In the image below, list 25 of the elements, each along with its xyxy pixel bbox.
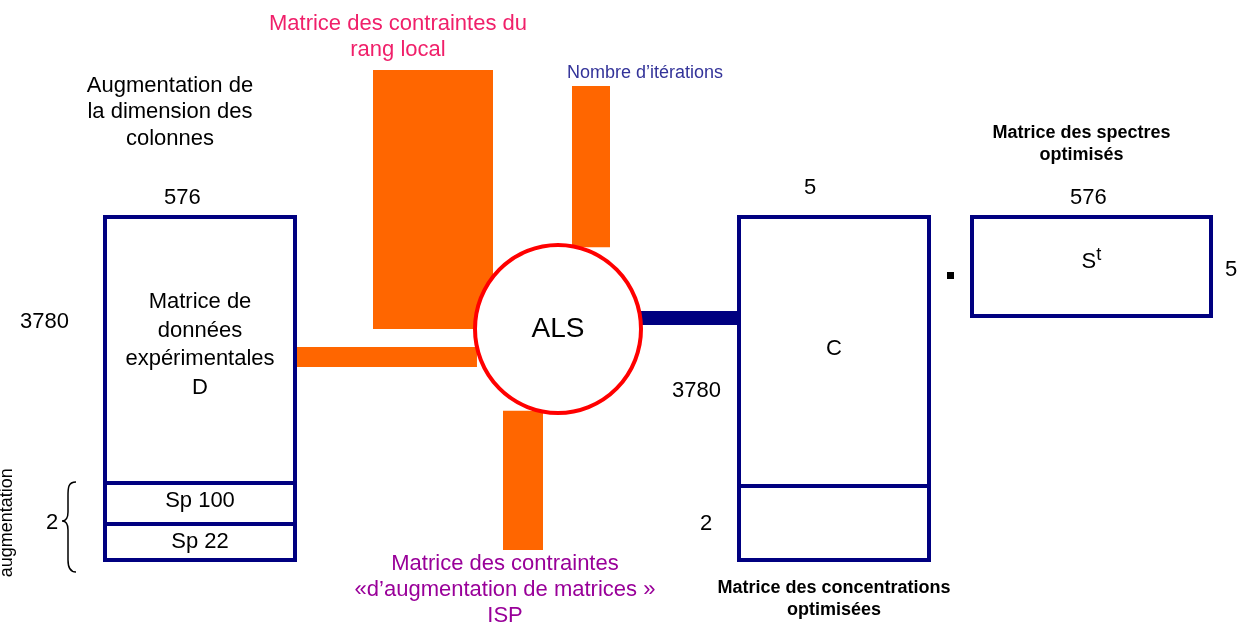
connector-bar bbox=[572, 86, 610, 248]
process-circle bbox=[473, 243, 643, 415]
dimension-label: 5 bbox=[1225, 256, 1238, 283]
dimension-label: 2 bbox=[700, 510, 713, 537]
process-label: ALS bbox=[530, 311, 586, 345]
dimension-label: 576 bbox=[164, 184, 201, 211]
dimension-label: 576 bbox=[1070, 184, 1107, 211]
row-label: Sp 22 bbox=[170, 528, 230, 555]
matrix-label: S$^{t}$ bbox=[1080, 243, 1103, 275]
dimension-label: 2 bbox=[46, 509, 59, 536]
connector-bar bbox=[640, 311, 737, 325]
dimension-label: 5 bbox=[804, 174, 817, 201]
matrix-label: C bbox=[825, 335, 843, 362]
connector-bar bbox=[297, 347, 477, 367]
axis-title: Augmentation de la dimension des colonnes bbox=[85, 72, 255, 152]
row-label: Sp 100 bbox=[164, 487, 236, 514]
iteration-label: Nombre d’itérations bbox=[565, 62, 725, 84]
dimension-label: 3780 bbox=[672, 377, 721, 404]
connector-bar bbox=[503, 410, 543, 550]
constraint-label: Matrice des contraintes du rang local bbox=[268, 10, 528, 63]
matrix-heading: Matrice des spectres optimisés bbox=[991, 122, 1172, 166]
dimension-label: 3780 bbox=[20, 308, 69, 335]
matrix-heading: Matrice des concentrations optimisées bbox=[716, 577, 952, 621]
constraint-label: Matrice des contraintes «d’augmentation de matrices » ISP bbox=[353, 550, 657, 628]
matrix-label: Matrice de données expérimentales D bbox=[125, 287, 275, 401]
